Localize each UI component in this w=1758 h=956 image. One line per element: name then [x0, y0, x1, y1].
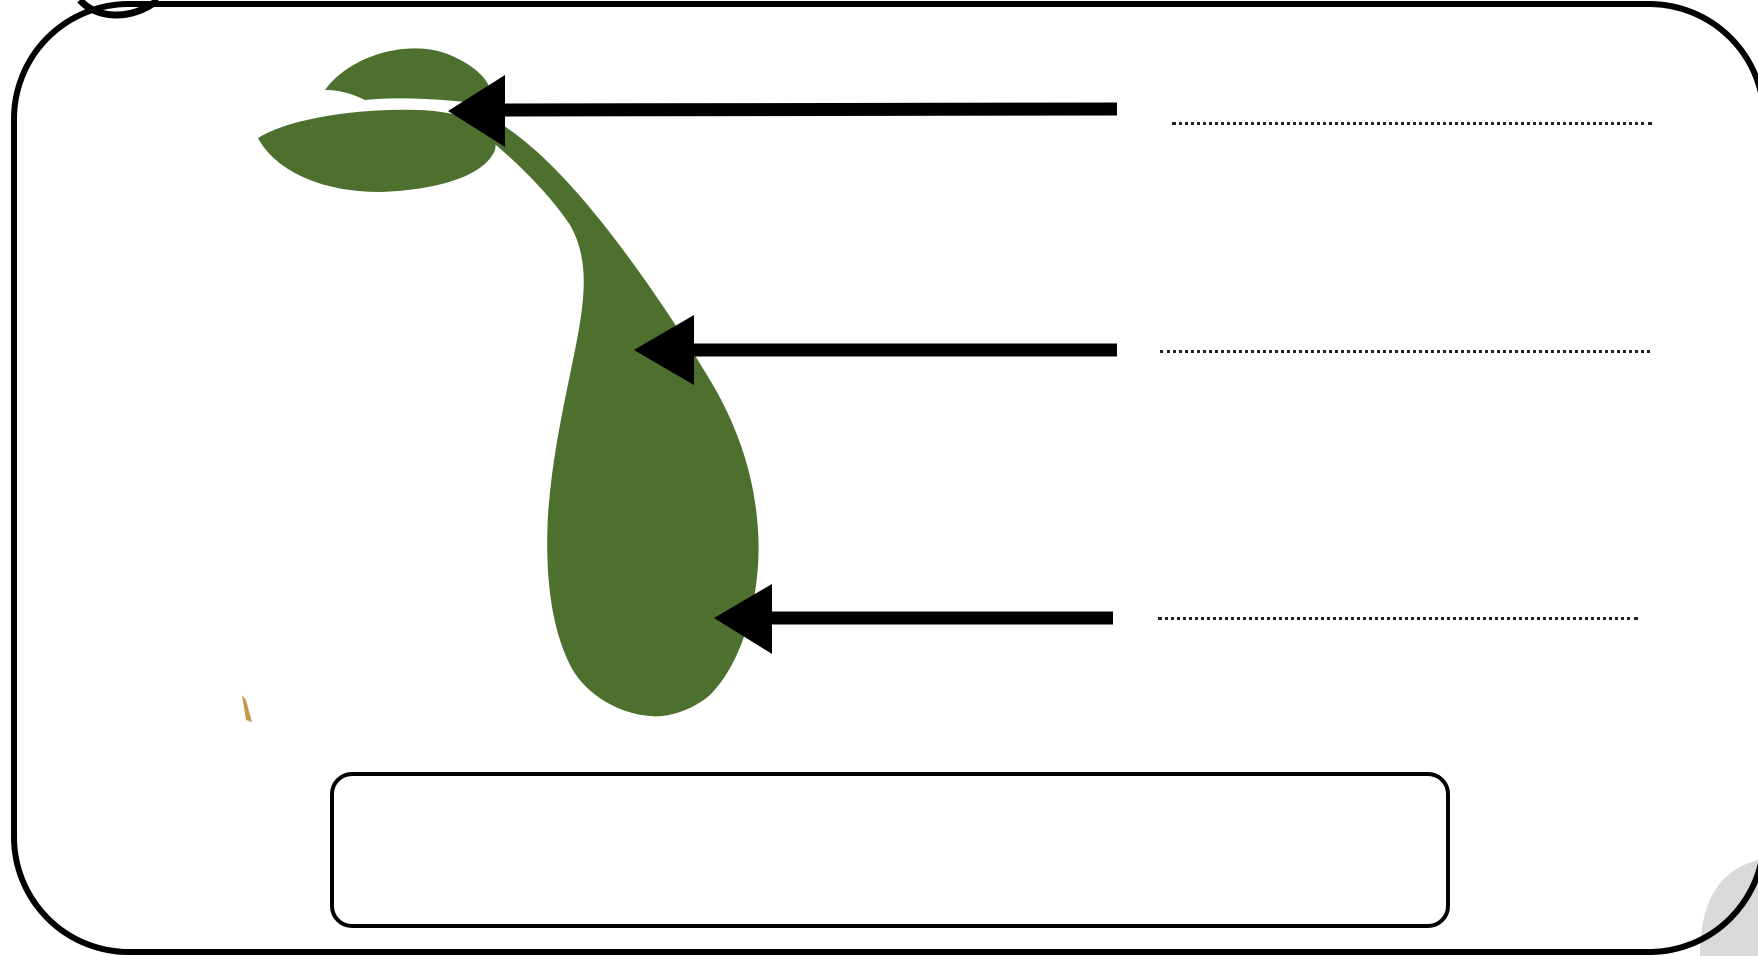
seedling-leaf-lower: [258, 109, 496, 192]
speck-1: [242, 695, 252, 722]
arrow-1-shaft: [494, 102, 1118, 117]
arrow-3-head: [714, 584, 772, 654]
answer-line-3[interactable]: [1158, 617, 1638, 620]
seedling-leaf-upper: [325, 48, 493, 105]
arrow-2-head: [634, 315, 694, 385]
answer-box[interactable]: [330, 772, 1450, 928]
answer-line-1[interactable]: [1172, 122, 1652, 125]
page-curl-shadow: [1700, 860, 1758, 956]
seedling-stem-body: [470, 110, 759, 717]
answer-line-2[interactable]: [1160, 350, 1650, 353]
outer-frame: [11, 1, 1758, 955]
arrow-1-head: [448, 75, 505, 147]
